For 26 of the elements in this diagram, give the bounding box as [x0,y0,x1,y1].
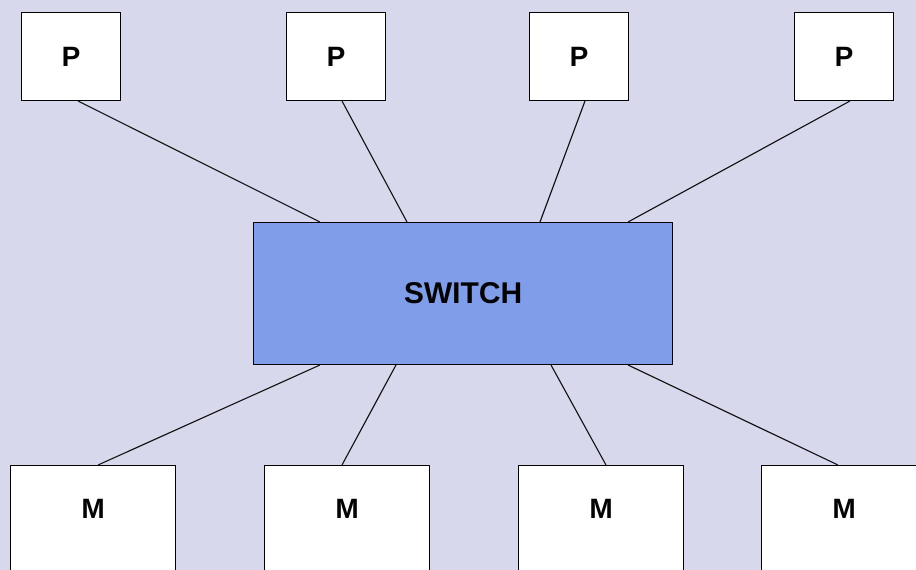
box-label: M [81,493,105,525]
connector-line [628,100,850,223]
box-label: M [832,493,856,525]
connector-line [539,100,586,222]
box-label: P [326,40,346,72]
box-label: M [589,493,613,525]
memory-box [518,465,684,570]
box-label: SWITCH [404,276,522,310]
connector-line [341,364,397,466]
processor-box [21,12,121,101]
connector-line [78,100,320,223]
connector-line [628,364,838,466]
box-label: M [335,493,359,525]
memory-box [761,465,916,570]
connector-line [550,364,607,466]
box-label: P [62,40,80,72]
memory-box [264,465,430,570]
box-label: P [834,40,854,72]
switch-box [253,222,673,365]
connector-line [98,364,320,466]
processor-box [286,12,386,101]
processor-box [529,12,629,101]
processor-box [794,12,894,101]
memory-box [10,465,176,570]
connector-line [341,100,408,222]
box-label: P [570,40,588,72]
